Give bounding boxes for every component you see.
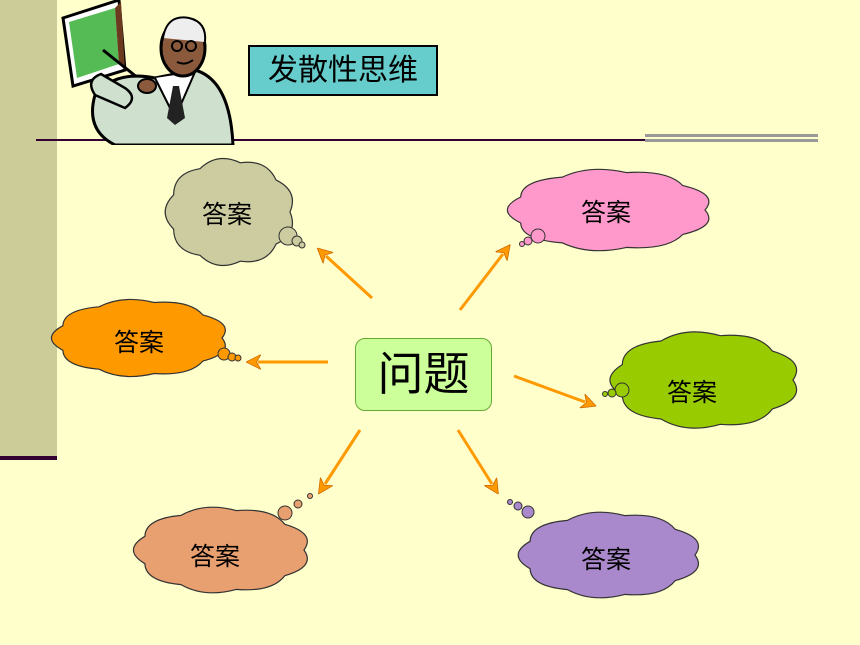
cloud-mid-right-bubble bbox=[607, 388, 617, 398]
cloud-label-mid-right: 答案 bbox=[667, 378, 718, 407]
cloud-top-left-bubble bbox=[298, 241, 306, 249]
center-node: 问题 bbox=[355, 338, 492, 411]
cloud-label-mid-left: 答案 bbox=[114, 328, 165, 357]
cloud-bottom-right-bubble bbox=[521, 505, 535, 519]
cloud-bottom-left-bubble bbox=[307, 493, 313, 499]
arrow-to-bottom-left bbox=[325, 429, 362, 484]
cloud-bottom-left-bubble bbox=[293, 499, 303, 509]
header-divider bbox=[36, 139, 816, 141]
arrow-to-bottom-right bbox=[456, 429, 492, 484]
cloud-bottom-left bbox=[132, 506, 308, 594]
cloud-label-bottom-right: 答案 bbox=[581, 545, 632, 574]
cloud-top-right-bubble bbox=[519, 241, 525, 247]
cloud-mid-right-bubble bbox=[602, 391, 608, 397]
cloud-top-right-bubble bbox=[523, 236, 533, 246]
cloud-mid-left-bubble bbox=[234, 354, 242, 362]
cloud-bottom-right bbox=[517, 511, 700, 599]
cloud-bottom-right-bubble bbox=[513, 501, 523, 511]
arrow-to-mid-right bbox=[513, 374, 585, 402]
cloud-mid-left bbox=[50, 298, 226, 378]
arrow-to-top-left bbox=[326, 256, 374, 300]
cloud-mid-right bbox=[609, 331, 798, 429]
cloud-mid-right-bubble bbox=[614, 382, 630, 398]
cloud-top-right bbox=[506, 168, 710, 252]
header-divider-accent bbox=[645, 134, 818, 151]
teacher-pointing-at-board-icon bbox=[61, 0, 235, 145]
cloud-label-bottom-left: 答案 bbox=[190, 542, 241, 571]
left-accent-line bbox=[0, 456, 57, 460]
cloud-top-right-bubble bbox=[530, 228, 546, 244]
diagram-title: 发散性思维 bbox=[248, 45, 438, 96]
cloud-label-top-left: 答案 bbox=[202, 200, 253, 229]
arrow-to-top-right bbox=[458, 254, 503, 311]
cloud-bottom-right-bubble bbox=[507, 499, 513, 505]
cloud-bottom-left-bubble bbox=[277, 505, 293, 521]
left-accent-bar bbox=[0, 0, 57, 458]
cloud-label-top-right: 答案 bbox=[581, 198, 632, 227]
cloud-top-left bbox=[164, 157, 294, 267]
